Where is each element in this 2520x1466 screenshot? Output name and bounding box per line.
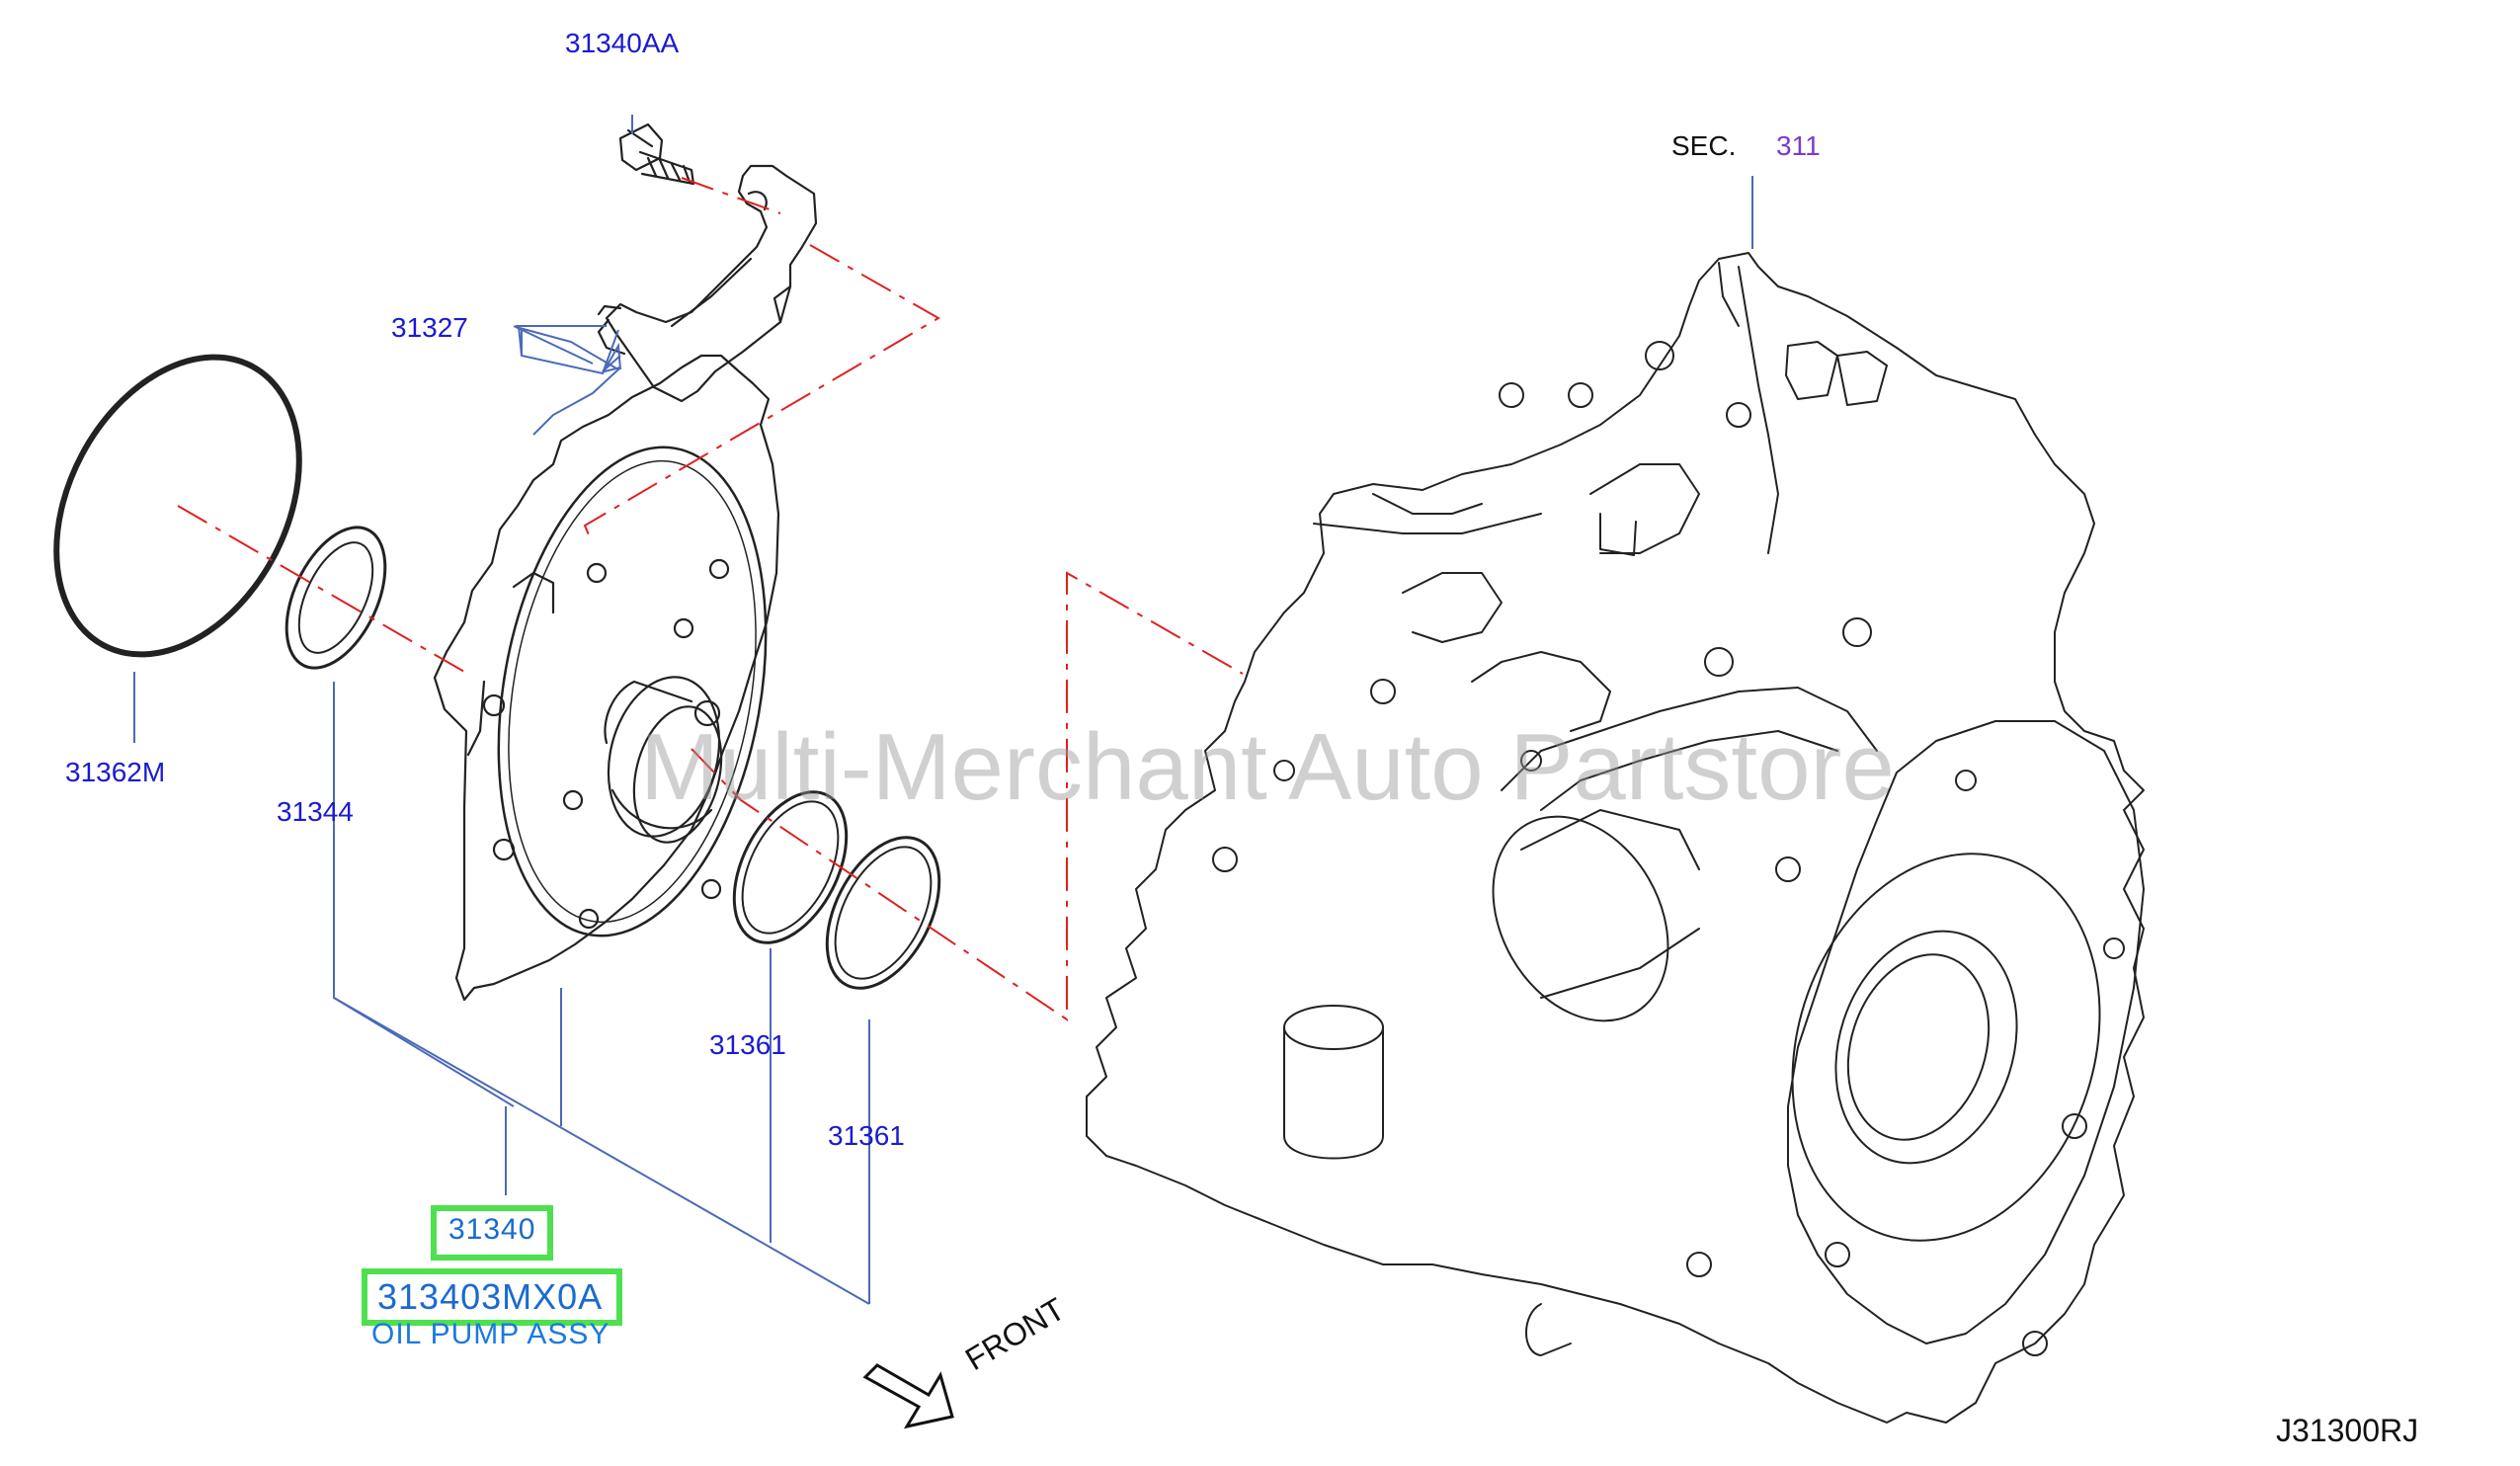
o-ring-large-drawing[interactable] <box>8 315 348 696</box>
callout-bracket-31327[interactable]: 31327 <box>391 312 468 343</box>
callout-seal-ring-31361-a[interactable]: 31361 <box>709 1029 786 1060</box>
callout-leader-lines <box>133 115 1753 1305</box>
section-reference-prefix: SEC. <box>1671 130 1737 161</box>
transmission-housing-drawing[interactable] <box>1086 252 2148 1424</box>
callout-seal-ring-31361-b[interactable]: 31361 <box>828 1120 905 1151</box>
full-part-number-highlight <box>362 1268 622 1326</box>
assembly-description: OIL PUMP ASSY <box>371 1318 610 1350</box>
seal-drawing[interactable] <box>267 512 405 683</box>
callout-o-ring-31362m[interactable]: 31362M <box>65 757 166 787</box>
seal-rings-drawing[interactable] <box>711 774 962 1007</box>
assembly-center-lines <box>177 177 1244 1021</box>
assembly-part-number[interactable]: 31340 <box>448 1213 536 1246</box>
oil-pump-drawing[interactable] <box>433 354 801 1002</box>
front-direction-arrow <box>862 1363 954 1429</box>
callout-seal-31344[interactable]: 31344 <box>277 796 354 827</box>
full-part-number[interactable]: 313403MX0A <box>377 1276 604 1317</box>
bracket-drawing[interactable] <box>597 164 818 403</box>
section-reference-number[interactable]: 311 <box>1776 130 1821 161</box>
diagram-code: J31300RJ <box>2276 1413 2419 1448</box>
assembly-part-number-highlight <box>431 1205 553 1261</box>
callout-bolt-31340aa[interactable]: 31340AA <box>565 28 680 58</box>
